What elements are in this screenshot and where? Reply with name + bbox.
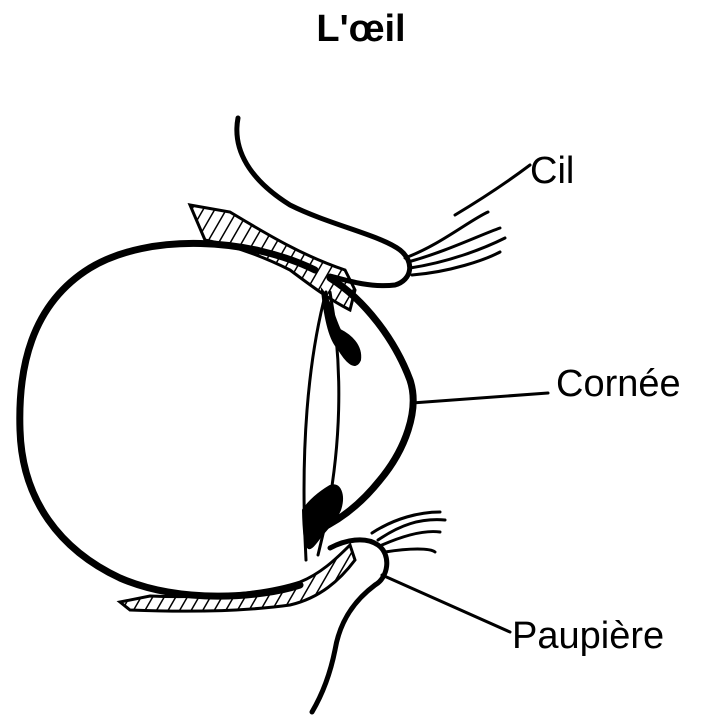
cil-leader: [455, 165, 530, 215]
label-cornee: Cornée: [556, 363, 681, 405]
lower-eyelid-hatch: [120, 545, 355, 611]
upper-eyelashes: [405, 212, 505, 275]
label-cil: Cil: [530, 150, 574, 192]
cornee-leader: [412, 393, 548, 403]
label-paupiere: Paupière: [512, 615, 664, 657]
lower-eyelashes: [372, 512, 445, 552]
paupiere-leader: [382, 575, 510, 632]
eyeball-outline: [20, 243, 315, 596]
